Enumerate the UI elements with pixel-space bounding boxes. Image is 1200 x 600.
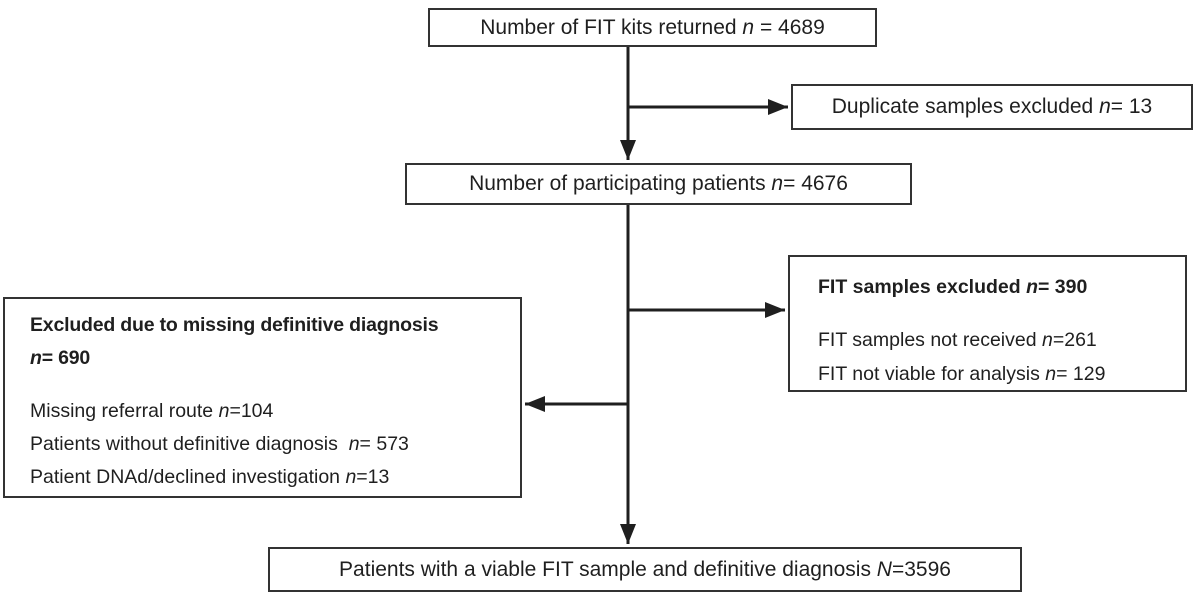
box-fit-samples-excluded: FIT samples excluded n= 390 FIT samples … xyxy=(788,255,1187,392)
final-cohort-label: Patients with a viable FIT sample and de… xyxy=(339,557,951,581)
fit-excluded-items: FIT samples not received n=261 FIT not v… xyxy=(818,323,1175,391)
fit-excluded-item: FIT samples not received n=261 xyxy=(818,329,1097,351)
box-participating-patients: Number of participating patients n= 4676 xyxy=(405,163,912,205)
missing-diagnosis-item: Patients without definitive diagnosis n=… xyxy=(30,433,409,455)
fit-excluded-title: FIT samples excluded n= 390 xyxy=(818,276,1088,298)
duplicate-samples-label: Duplicate samples excluded n= 13 xyxy=(831,95,1153,118)
participating-patients-label: Number of participating patients n= 4676 xyxy=(469,172,848,195)
box-fit-kits-returned: Number of FIT kits returned n = 4689 xyxy=(428,8,877,47)
missing-diagnosis-items: Missing referral route n=104 Patients wi… xyxy=(30,395,512,494)
missing-diagnosis-title-line1: Excluded due to missing definitive diagn… xyxy=(30,314,439,336)
box-final-cohort: Patients with a viable FIT sample and de… xyxy=(268,547,1022,592)
missing-diagnosis-title-line2: n= 690 xyxy=(30,347,91,369)
fit-excluded-item: FIT not viable for analysis n= 129 xyxy=(818,363,1106,385)
missing-diagnosis-item: Missing referral route n=104 xyxy=(30,400,274,422)
missing-diagnosis-title: Excluded due to missing definitive diagn… xyxy=(30,309,512,375)
box-duplicate-samples-excluded: Duplicate samples excluded n= 13 xyxy=(791,84,1193,130)
fit-kits-label: Number of FIT kits returned n = 4689 xyxy=(480,15,825,39)
box-missing-definitive-diagnosis: Excluded due to missing definitive diagn… xyxy=(3,297,522,498)
missing-diagnosis-item: Patient DNAd/declined investigation n=13 xyxy=(30,466,390,488)
